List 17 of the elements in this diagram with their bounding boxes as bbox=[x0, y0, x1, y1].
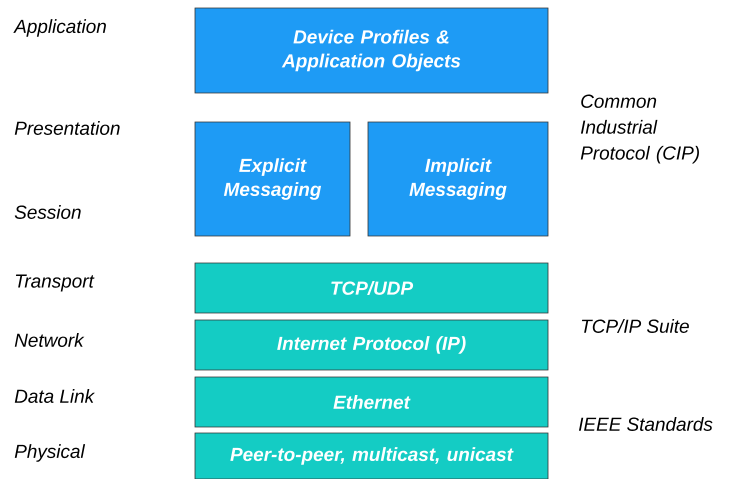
layer-box: Internet Protocol (IP) bbox=[194, 320, 548, 370]
layer-box: Device Profiles & Application Objects bbox=[194, 8, 548, 94]
layer-box: Peer-to-peer, multicast, unicast bbox=[194, 432, 548, 479]
layer-label: Session bbox=[14, 205, 81, 219]
layer-box: Explicit Messaging bbox=[194, 122, 350, 236]
protocol-label: Common Industrial Protocol (CIP) bbox=[580, 94, 699, 164]
protocol-label: TCP/IP Suite bbox=[582, 319, 689, 333]
layer-label: Data Link bbox=[14, 389, 95, 403]
layer-box: Implicit Messaging bbox=[368, 122, 548, 236]
layer-box: Ethernet bbox=[194, 376, 548, 428]
layer-box: TCP/UDP bbox=[194, 262, 548, 314]
layer-label: Physical bbox=[14, 444, 86, 462]
layer-label: Network bbox=[14, 333, 84, 347]
layer-label: Presentation bbox=[14, 121, 120, 135]
protocol-label: IEEE Standards bbox=[578, 417, 712, 431]
layer-label: Application bbox=[13, 19, 106, 37]
layer-label: Transport bbox=[16, 274, 94, 292]
